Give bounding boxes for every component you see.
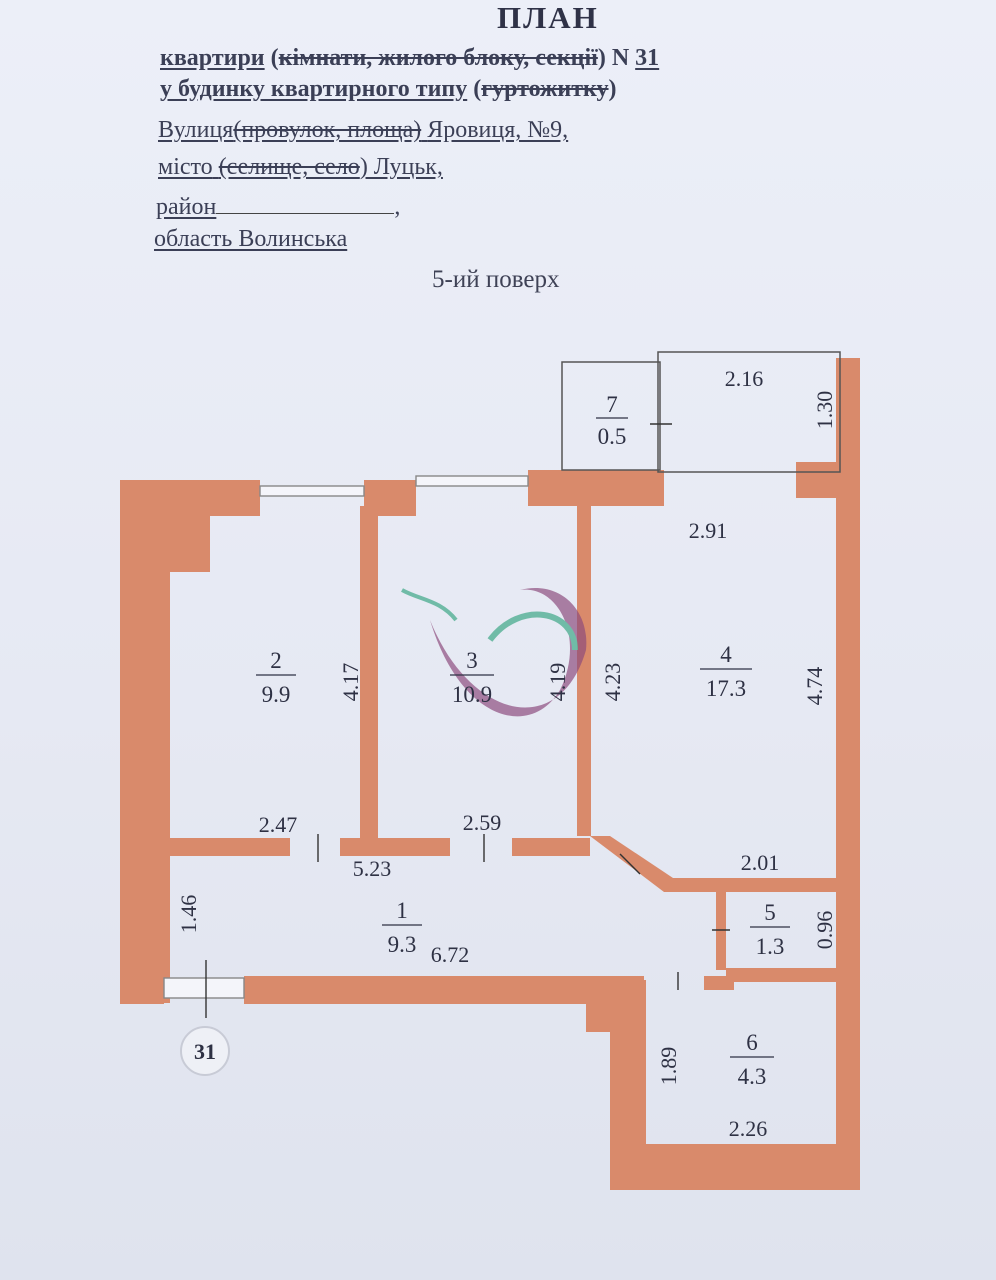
dim-room4-top: 2.91 bbox=[689, 518, 728, 543]
room-area: 9.9 bbox=[262, 682, 291, 707]
header-line-region: область Волинська bbox=[154, 226, 348, 252]
room-area: 4.3 bbox=[738, 1064, 767, 1089]
dim-room3-width: 2.59 bbox=[463, 810, 502, 835]
room-number: 4 bbox=[720, 642, 732, 667]
wall bbox=[796, 462, 846, 498]
dim-room4-right: 4.74 bbox=[802, 667, 827, 706]
wall bbox=[120, 976, 164, 1004]
wall bbox=[340, 838, 450, 856]
room-number: 6 bbox=[746, 1030, 758, 1055]
wall bbox=[170, 514, 210, 572]
dim-room6-height: 1.89 bbox=[656, 1047, 681, 1086]
plan-header: ПЛАН квартири (кімнати, жилого блоку, се… bbox=[0, 0, 996, 300]
window bbox=[415, 475, 529, 487]
unit-number-text: 31 bbox=[194, 1039, 216, 1064]
watermark-leaf bbox=[401, 588, 458, 622]
dim-room4-bottom: 2.01 bbox=[741, 850, 780, 875]
wall bbox=[512, 838, 590, 856]
room-number: 5 bbox=[764, 900, 776, 925]
dim-corridor-height: 1.46 bbox=[176, 895, 201, 934]
wall bbox=[160, 838, 290, 856]
room-labels: 7 0.5 2 9.9 3 10.9 4 17.3 1 9.3 5 1.3 6 … bbox=[256, 392, 790, 1089]
room-number: 3 bbox=[466, 648, 478, 673]
wall bbox=[577, 506, 591, 836]
room-number: 2 bbox=[270, 648, 282, 673]
document-title: ПЛАН bbox=[497, 0, 599, 35]
windows bbox=[163, 475, 529, 999]
header-line-building-type: у будинку квартирного типу (гуртожитку) bbox=[160, 76, 617, 102]
window bbox=[163, 977, 245, 999]
floor-label: 5-ий поверх bbox=[432, 266, 560, 293]
room-area: 1.3 bbox=[756, 934, 785, 959]
room-area: 9.3 bbox=[388, 932, 417, 957]
diagonal-wall bbox=[590, 836, 676, 892]
window bbox=[259, 485, 365, 497]
dim-room5-height: 0.96 bbox=[812, 911, 837, 950]
dim-room2-width: 2.47 bbox=[259, 812, 298, 837]
dim-room6-width: 2.26 bbox=[729, 1116, 768, 1141]
dimensions: 2.16 1.30 2.91 4.17 4.19 4.23 4.74 2.47 … bbox=[176, 366, 837, 1141]
walls bbox=[120, 358, 860, 1190]
unit-number-badge: 31 bbox=[180, 1026, 230, 1076]
apartment-number: 31 bbox=[635, 45, 660, 71]
dim-room4-left: 4.23 bbox=[600, 663, 625, 702]
room-area: 17.3 bbox=[706, 676, 746, 701]
wall bbox=[610, 1144, 860, 1190]
balcony-loggia bbox=[657, 351, 841, 473]
wall bbox=[528, 470, 664, 506]
room-number: 1 bbox=[396, 898, 408, 923]
wall bbox=[704, 976, 734, 990]
wall bbox=[244, 976, 644, 1004]
room-area: 0.5 bbox=[598, 424, 627, 449]
header-line-district: район, bbox=[156, 194, 401, 220]
district-blank-line bbox=[216, 197, 395, 214]
door-marks bbox=[205, 423, 730, 1018]
dim-balcony-width: 2.16 bbox=[725, 366, 764, 391]
header-line-street: Вулиця(провулок, площа) Яровиця, №9, bbox=[158, 117, 569, 143]
balcony-room-7 bbox=[561, 361, 661, 471]
room-area: 10.9 bbox=[452, 682, 492, 707]
dim-room3-height: 4.19 bbox=[545, 663, 570, 702]
wall bbox=[120, 480, 260, 516]
wall bbox=[664, 878, 844, 892]
dim-balcony-depth: 1.30 bbox=[812, 391, 837, 430]
door-mark bbox=[619, 853, 641, 875]
unit-number-circle bbox=[180, 1026, 230, 1076]
watermark-arc bbox=[487, 611, 578, 651]
dim-corridor-top: 5.23 bbox=[353, 856, 392, 881]
header-line-city: місто (селище, село) Луцьк, bbox=[158, 154, 443, 180]
room-number: 7 bbox=[606, 392, 618, 417]
wall bbox=[586, 1000, 614, 1032]
dim-room2-height: 4.17 bbox=[338, 663, 363, 702]
wall bbox=[360, 506, 378, 840]
wall bbox=[120, 483, 170, 1003]
watermark-logo bbox=[401, 588, 587, 717]
wall bbox=[726, 968, 844, 982]
header-line-apartment: квартири (кімнати, жилого блоку, секції)… bbox=[160, 45, 660, 71]
balcony bbox=[561, 351, 841, 473]
dim-corridor-length: 6.72 bbox=[431, 942, 470, 967]
watermark-swoosh bbox=[430, 588, 587, 717]
